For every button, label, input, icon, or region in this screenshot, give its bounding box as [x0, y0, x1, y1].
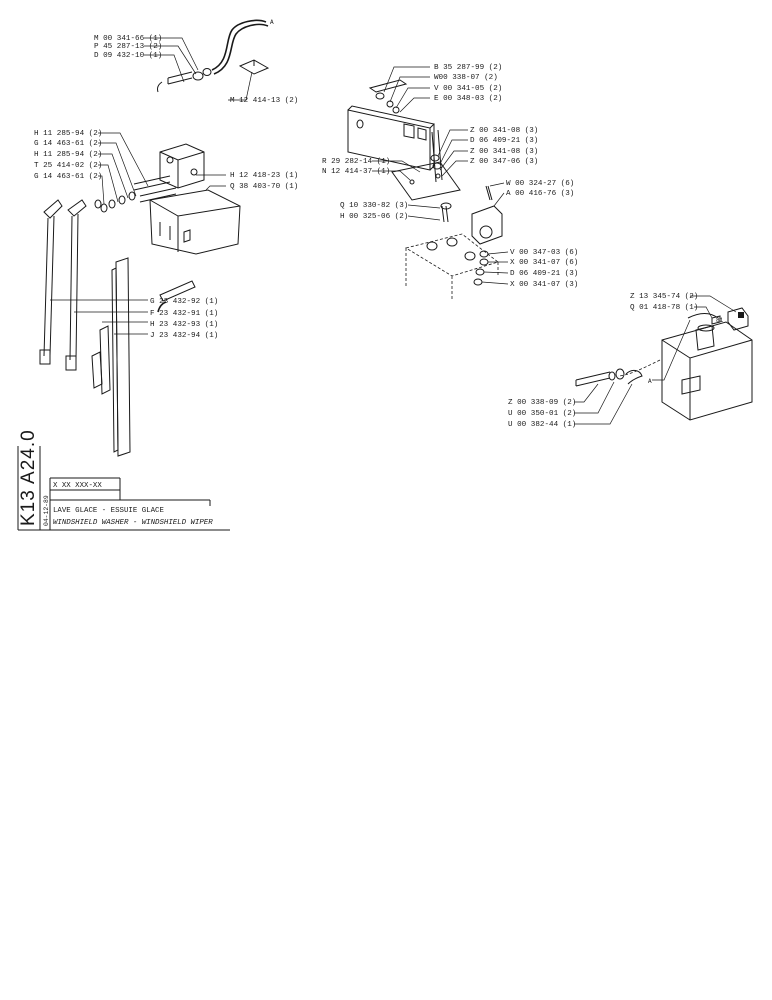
label-m12-414-13: M 12 414-13 (2): [230, 97, 298, 105]
label-w00-338-07: W00 338-07 (2): [434, 74, 498, 82]
nozzle-bolt: [167, 71, 193, 85]
title-english: WINDSHIELD WASHER - WINDSHIELD WIPER: [53, 519, 213, 527]
label-g23-432-92: G 23 432-92 (1): [150, 298, 218, 306]
nozzle-screw: [159, 280, 196, 302]
label-z00-341-08-b: Z 00 341-08 (3): [470, 148, 538, 156]
nozzle-assembly: [144, 19, 270, 313]
drawing-ref: X XX XXX-XX: [53, 482, 102, 490]
bracket-assembly: [347, 66, 509, 300]
label-a00-416-76: A 00 416-76 (3): [506, 190, 574, 198]
rear-washer-pump: [727, 307, 749, 331]
label-z00-347-06: Z 00 347-06 (3): [470, 158, 538, 166]
label-v00-341-05: V 00 341-05 (2): [434, 85, 502, 93]
wiper-arm-left: [43, 215, 55, 357]
mount-plate: [391, 161, 461, 201]
label-d09-432-10: D 09 432-10 (1): [94, 52, 162, 60]
label-h12-418-23: H 12 418-23 (1): [230, 172, 298, 180]
label-x00-341-07-b: X 00 341-07 (3): [510, 281, 578, 289]
wiper-arm-right: [69, 213, 79, 361]
body-panel-outline: [404, 233, 499, 300]
label-d06-409-21-b: D 06 409-21 (3): [510, 270, 578, 278]
drawing-date: 04-12-89: [43, 495, 50, 526]
callout-81: 81: [716, 317, 724, 324]
label-q01-418-78: Q 01 418-78 (1): [630, 304, 698, 312]
label-b35-287-99: B 35 287-99 (2): [434, 64, 502, 72]
label-x00-341-07-a: X 00 341-07 (6): [510, 259, 578, 267]
label-m00-341-66: M 00 341-66 (1): [94, 35, 162, 43]
reservoir-clip: [625, 369, 643, 385]
label-h00-325-06: H 00 325-06 (2): [340, 213, 408, 221]
label-j23-432-94: J 23 432-94 (1): [150, 332, 218, 340]
label-z13-345-74: Z 13 345-74 (2): [630, 293, 698, 301]
title-french: LAVE GLACE - ESSUIE GLACE: [53, 507, 164, 515]
label-v00-347-03: V 00 347-03 (6): [510, 249, 578, 257]
callout-a: A: [648, 378, 652, 385]
washer-reservoir: [149, 189, 241, 255]
drawing-code: K13 A24.0: [18, 429, 39, 526]
label-z00-338-09: Z 00 338-09 (2): [508, 399, 576, 407]
label-z00-341-08-a: Z 00 341-08 (3): [470, 127, 538, 135]
label-h23-432-93: H 23 432-93 (1): [150, 321, 218, 329]
reservoir-screw: [575, 371, 611, 387]
rear-reservoir-assembly: [574, 295, 753, 425]
washer-hose: [211, 19, 267, 71]
washer-ring: [192, 71, 204, 81]
hose-clip: [238, 59, 270, 75]
label-g14-463-61-a: G 14 463-61 (2): [34, 140, 102, 148]
washer-pump: [159, 143, 205, 189]
label-d06-409-21-a: D 06 409-21 (3): [470, 137, 538, 145]
label-p45-287-13: P 45 287-13 (2): [94, 43, 162, 51]
title-block: [17, 446, 230, 531]
label-t25-414-02: T 25 414-02 (2): [34, 162, 102, 170]
label-g14-463-61-b: G 14 463-61 (2): [34, 173, 102, 181]
label-r29-282-14: R 29 282-14 (1): [322, 158, 390, 166]
label-q10-330-82: Q 10 330-82 (3): [340, 202, 408, 210]
label-q38-403-70: Q 38 403-70 (1): [230, 183, 298, 191]
pump-and-reservoir: [94, 132, 241, 255]
callout-a: A: [270, 19, 274, 26]
label-n12-414-37: N 12 414-37 (1): [322, 168, 390, 176]
label-h11-285-94-a: H 11 285-94 (2): [34, 130, 102, 138]
label-e00-348-03: E 00 348-03 (2): [434, 95, 502, 103]
label-u00-382-44: U 00 382-44 (1): [508, 421, 576, 429]
label-u00-350-01: U 00 350-01 (2): [508, 410, 576, 418]
label-w00-324-27: W 00 324-27 (6): [506, 180, 574, 188]
label-f23-432-91: F 23 432-91 (1): [150, 310, 218, 318]
washer-ring: [202, 68, 212, 76]
rear-washer-reservoir: [661, 321, 753, 421]
label-h11-285-94-b: H 11 285-94 (2): [34, 151, 102, 159]
wiper-assembly: [39, 199, 148, 457]
